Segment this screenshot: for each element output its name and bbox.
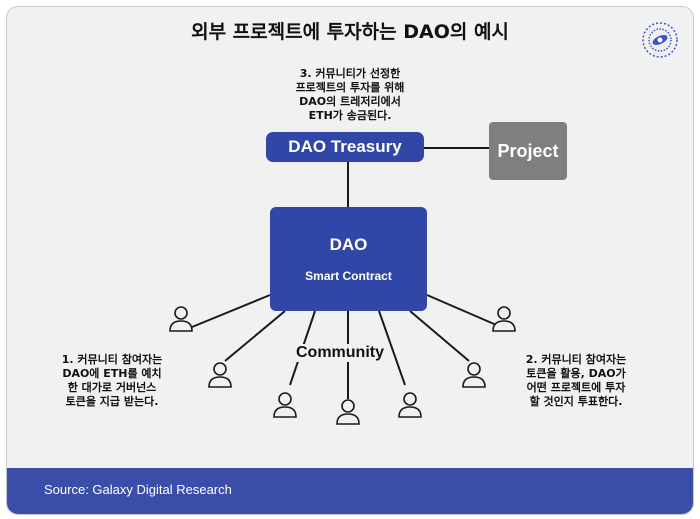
person-icon xyxy=(398,392,422,418)
note-line: 3. 커뮤니티가 선정한 xyxy=(299,67,401,80)
note-line: 토큰을 활용, DAO가 xyxy=(526,367,626,380)
diagram-frame: 외부 프로젝트에 투자하는 DAO의 예시 3. 커뮤니티가 선정한 프로젝트의… xyxy=(6,6,694,515)
note-deposit: 1. 커뮤니티 참여자는 DAO에 ETH를 예치 한 대가로 거버넌스 토큰을… xyxy=(37,353,187,409)
note-line: 어떤 프로젝트에 투자 xyxy=(526,381,626,394)
note-line: 한 대가로 거버넌스 xyxy=(67,381,157,394)
community-members xyxy=(169,306,516,425)
project-box: Project xyxy=(489,122,567,180)
community-spoke xyxy=(409,310,470,362)
diagram-title: 외부 프로젝트에 투자하는 DAO의 예시 xyxy=(191,21,509,43)
note-line: DAO의 트레저리에서 xyxy=(299,95,401,108)
note-vote: 2. 커뮤니티 참여자는 토큰을 활용, DAO가 어떤 프로젝트에 투자 할 … xyxy=(501,353,651,409)
note-line: 프로젝트의 투자를 위해 xyxy=(295,81,405,94)
person-icon xyxy=(208,362,232,388)
note-line: 토큰을 지급 받는다. xyxy=(65,395,159,408)
note-line: ETH가 송금된다. xyxy=(308,109,392,122)
connector-layer xyxy=(169,147,516,425)
person-icon xyxy=(169,306,193,332)
note-treasury-transfer: 3. 커뮤니티가 선정한 프로젝트의 투자를 위해 DAO의 트레저리에서 ET… xyxy=(270,67,430,123)
dao-smart-contract-box: DAO Smart Contract xyxy=(270,207,427,311)
community-spoke xyxy=(378,310,406,386)
source-footer: Source: Galaxy Digital Research xyxy=(7,468,693,514)
person-icon xyxy=(492,306,516,332)
logo-icon xyxy=(642,22,678,58)
person-icon xyxy=(273,392,297,418)
person-icon xyxy=(462,362,486,388)
dao-treasury-box: DAO Treasury xyxy=(266,132,424,162)
source-text: Source: Galaxy Digital Research xyxy=(44,482,232,497)
community-spoke xyxy=(191,294,271,328)
person-icon xyxy=(336,399,360,425)
community-spoke xyxy=(224,310,286,362)
community-label: Community xyxy=(294,344,386,362)
note-line: DAO에 ETH를 예치 xyxy=(62,367,162,380)
community-spoke xyxy=(426,294,502,328)
note-line: 할 것인지 투표한다. xyxy=(529,395,623,408)
dao-label: DAO xyxy=(329,235,368,254)
note-line: 2. 커뮤니티 참여자는 xyxy=(525,353,627,366)
note-line: 1. 커뮤니티 참여자는 xyxy=(61,353,163,366)
smart-contract-label: Smart Contract xyxy=(305,269,392,283)
